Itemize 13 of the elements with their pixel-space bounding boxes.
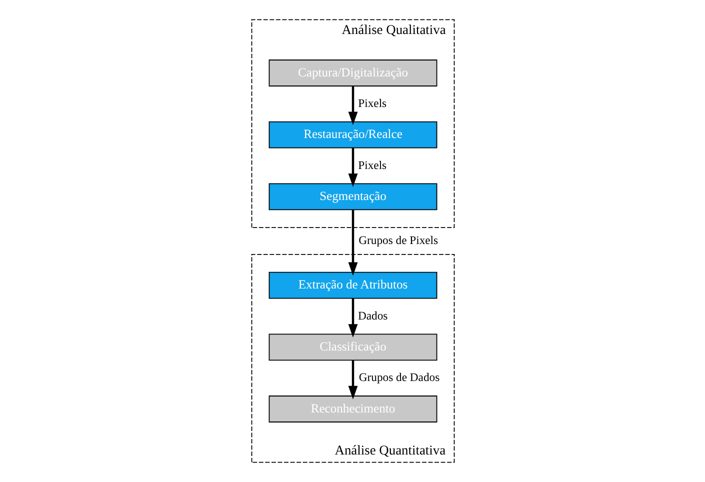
- node-box: Extração de Atributos: [268, 272, 437, 299]
- edge-label: Pixels: [358, 158, 386, 172]
- edge-label: Pixels: [358, 96, 386, 110]
- arrow: [348, 360, 358, 400]
- node-box: Restauração/Realce: [268, 121, 437, 148]
- edge-label: Grupos de Dados: [358, 371, 440, 384]
- node-box: Segmentação: [268, 183, 437, 210]
- arrow: [348, 298, 358, 338]
- arrow: [348, 148, 358, 188]
- edge-label: Dados: [357, 309, 388, 322]
- arrow: [348, 210, 358, 276]
- edge-label: Grupos de Pixels: [358, 234, 438, 248]
- arrow: [348, 86, 358, 126]
